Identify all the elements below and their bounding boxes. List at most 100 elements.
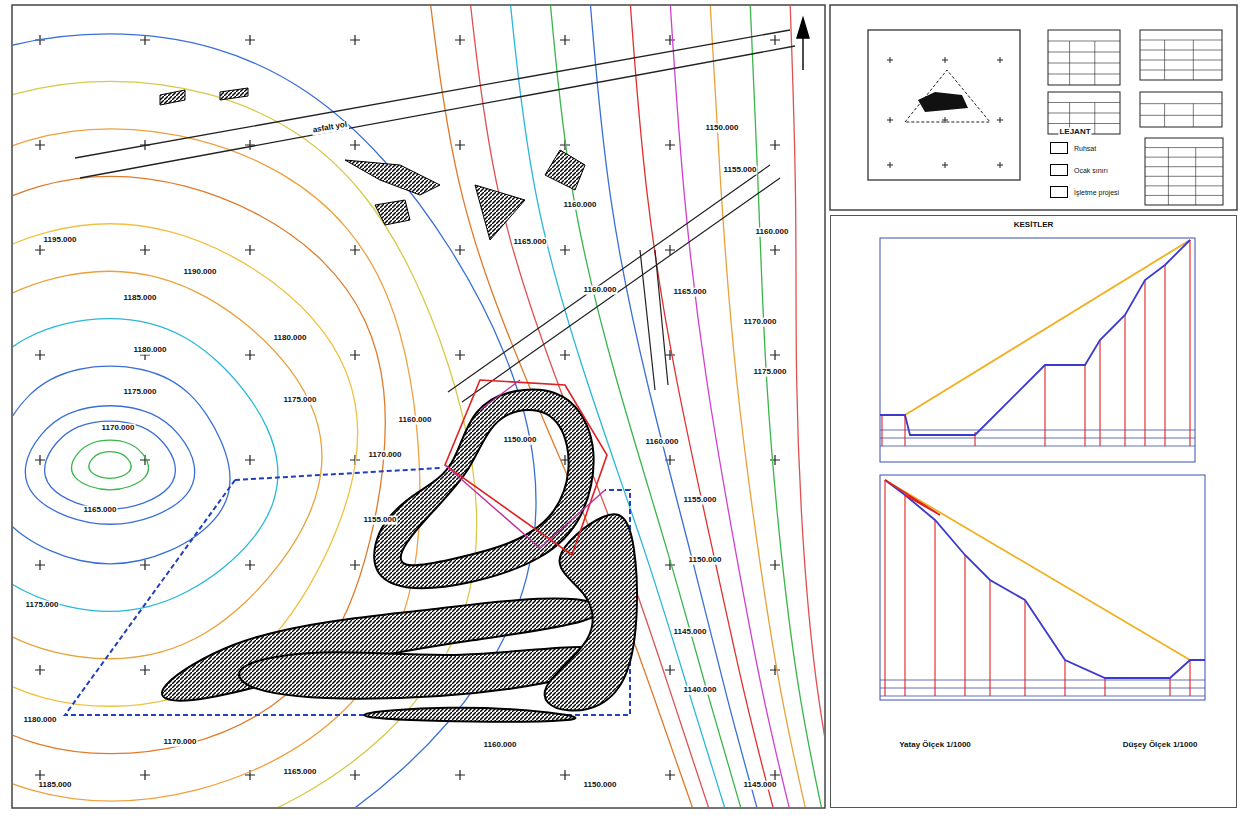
contour-line bbox=[25, 406, 194, 524]
contour-label: 1150.000 bbox=[705, 124, 740, 133]
legend-swatch bbox=[1050, 186, 1068, 198]
contour-label: 1165.000 bbox=[513, 238, 548, 247]
licence-boundary bbox=[65, 468, 630, 715]
info-frame bbox=[830, 5, 1237, 210]
coordinate-table bbox=[1140, 30, 1222, 80]
contour-label: 1155.000 bbox=[723, 166, 758, 175]
panel-title: KESİTLER bbox=[831, 220, 1236, 229]
contour-label: 1160.000 bbox=[483, 741, 518, 750]
grid-cross bbox=[560, 770, 570, 780]
grid-cross bbox=[350, 140, 360, 150]
grid-cross bbox=[665, 35, 675, 45]
section-profile bbox=[880, 238, 1195, 462]
grid-cross bbox=[665, 140, 675, 150]
grid-cross bbox=[245, 140, 255, 150]
grid-cross bbox=[770, 665, 780, 675]
grid-cross bbox=[997, 162, 1003, 168]
contour-line bbox=[45, 421, 176, 509]
grid-cross bbox=[997, 117, 1003, 123]
key-map-frame bbox=[868, 30, 1020, 180]
contour-line bbox=[13, 366, 230, 564]
contour-line bbox=[750, 6, 823, 807]
grid-cross bbox=[245, 35, 255, 45]
contour-label: 1140.000 bbox=[683, 686, 718, 695]
contour-label: 1185.000 bbox=[123, 294, 158, 303]
structure-symbol bbox=[475, 185, 525, 240]
coordinate-table bbox=[1048, 30, 1120, 85]
contour-label: 1165.000 bbox=[83, 506, 118, 515]
grid-cross bbox=[665, 770, 675, 780]
grid-cross bbox=[997, 57, 1003, 63]
legend-text: İşletme projesi bbox=[1074, 189, 1119, 196]
contour-label: 1180.000 bbox=[273, 334, 308, 343]
contour-label: 1150.000 bbox=[503, 436, 538, 445]
contour-line bbox=[13, 271, 322, 659]
grid-cross bbox=[942, 162, 948, 168]
grid-cross bbox=[560, 245, 570, 255]
note-label: asfalt yol bbox=[311, 120, 349, 135]
grid-cross bbox=[770, 35, 780, 45]
structure-symbol bbox=[345, 160, 440, 195]
grid-cross bbox=[140, 665, 150, 675]
grid-cross bbox=[350, 35, 360, 45]
structure-symbol bbox=[375, 200, 410, 225]
grid-cross bbox=[560, 35, 570, 45]
contour-label: 1170.000 bbox=[163, 738, 198, 747]
contour-label: 1185.000 bbox=[38, 781, 73, 790]
contour-label: 1180.000 bbox=[133, 346, 168, 355]
coordinate-table bbox=[1145, 138, 1223, 205]
map-frame bbox=[12, 5, 825, 808]
key-triangle bbox=[905, 70, 990, 122]
structure-symbol bbox=[160, 90, 185, 105]
contour-label: 1170.000 bbox=[743, 318, 778, 327]
section-line bbox=[885, 480, 940, 515]
grid-cross bbox=[455, 140, 465, 150]
grid-cross bbox=[560, 350, 570, 360]
contour-line bbox=[72, 440, 149, 490]
haul-road bbox=[448, 165, 780, 402]
legend-item: Ocak sınırı bbox=[1050, 164, 1108, 176]
contour-label: 1170.000 bbox=[368, 451, 403, 460]
grid-cross bbox=[770, 770, 780, 780]
grid-cross bbox=[887, 162, 893, 168]
contour-label: 1175.000 bbox=[283, 396, 318, 405]
grid-cross bbox=[140, 560, 150, 570]
legend-swatch bbox=[1050, 142, 1068, 154]
grid-cross bbox=[942, 57, 948, 63]
section-profile bbox=[880, 475, 1205, 700]
contour-label: 1160.000 bbox=[645, 438, 680, 447]
contour-label: 1160.000 bbox=[398, 416, 433, 425]
contour-label: 1175.000 bbox=[753, 368, 788, 377]
pit-bench bbox=[364, 708, 575, 722]
grid-cross bbox=[770, 350, 780, 360]
grid-cross bbox=[245, 455, 255, 465]
grid-cross bbox=[350, 770, 360, 780]
grid-cross bbox=[350, 245, 360, 255]
grid-cross bbox=[770, 455, 780, 465]
contour-label: 1175.000 bbox=[123, 388, 158, 397]
grid-cross bbox=[350, 560, 360, 570]
grid-cross bbox=[245, 350, 255, 360]
grid-cross bbox=[35, 350, 45, 360]
grid-cross bbox=[35, 770, 45, 780]
contour-label: 1145.000 bbox=[743, 781, 778, 790]
contour-label: 1165.000 bbox=[673, 288, 708, 297]
contour-label: 1180.000 bbox=[23, 716, 58, 725]
legend-item: Ruhsat bbox=[1050, 142, 1096, 154]
sections-panel: KESİTLER bbox=[830, 215, 1237, 808]
contour-label: 1150.000 bbox=[583, 781, 618, 790]
grid-cross bbox=[35, 560, 45, 570]
legend-item: İşletme projesi bbox=[1050, 186, 1119, 198]
grid-cross bbox=[770, 560, 780, 570]
contour-line bbox=[13, 129, 420, 801]
legend-text: Ruhsat bbox=[1074, 145, 1096, 152]
grid-cross bbox=[770, 245, 780, 255]
grid-cross bbox=[35, 245, 45, 255]
grid-cross bbox=[455, 35, 465, 45]
contour-label: 1190.000 bbox=[183, 268, 218, 277]
contour-label: 1160.000 bbox=[755, 228, 790, 237]
contour-label: 1160.000 bbox=[563, 201, 598, 210]
road bbox=[75, 30, 795, 178]
